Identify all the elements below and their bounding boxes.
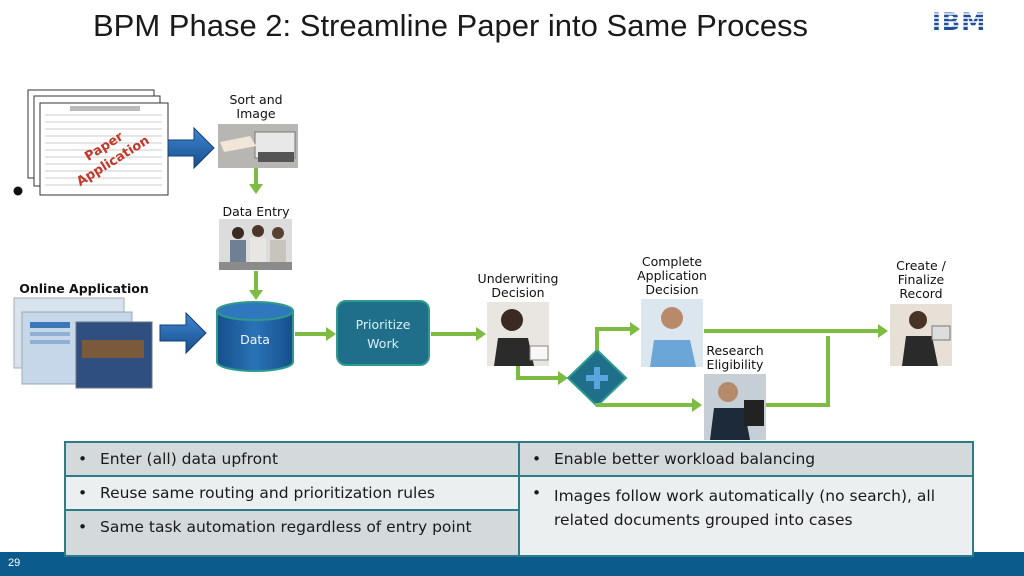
underwriting-decision-label: Underwriting Decision [477,271,559,300]
footer-bar [0,552,1024,576]
bullet-text: Enter (all) data upfront [100,450,279,468]
table-cell: •Images follow work automatically (no se… [518,475,974,557]
sort-and-image-label: Sort and Image [229,92,283,121]
bullet-dot-icon [13,186,23,196]
create-record-photo [890,304,952,366]
blue-arrow-icon [167,126,215,170]
table-cell: •Same task automation regardless of entr… [64,509,520,557]
ibm-logo: IBM [930,8,1008,39]
create-finalize-record-label: Create / Finalize Record [896,258,946,301]
paper-application-stack [27,89,169,196]
online-application-screens [13,297,153,389]
table-cell: •Reuse same routing and prioritization r… [64,475,520,511]
data-cylinder [216,301,294,372]
slide-title: BPM Phase 2: Streamline Paper into Same … [93,8,809,43]
decision-gateway-icon [566,348,628,408]
data-label: Data [240,332,270,347]
page-number: 29 [8,557,21,569]
data-entry-photo [219,219,292,270]
blue-arrow-icon [159,311,207,355]
process-diagram [13,89,952,440]
table-cell: •Enter (all) data upfront [64,441,520,477]
table-cell: •Enable better workload balancing [518,441,974,477]
research-photo [704,374,766,440]
bullet-text: Enable better workload balancing [554,450,816,468]
bullet-text: Reuse same routing and prioritization ru… [100,484,435,502]
prioritize-work-label: Prioritize Work [355,317,411,351]
bullet-text: Images follow work automatically (no sea… [554,487,935,529]
benefits-table: •Enter (all) data upfront •Enable better… [64,441,974,557]
data-entry-label: Data Entry [222,204,290,219]
prioritize-work-box [336,300,430,366]
bullet-text: Same task automation regardless of entry… [100,518,472,536]
research-eligibility-label: Research Eligibility [706,343,764,372]
scanner-photo [218,124,298,168]
complete-application-decision-label: Complete Application Decision [637,254,707,297]
underwriting-photo [487,302,549,366]
online-application-label: Online Application [19,281,149,296]
complete-decision-photo [641,299,703,367]
